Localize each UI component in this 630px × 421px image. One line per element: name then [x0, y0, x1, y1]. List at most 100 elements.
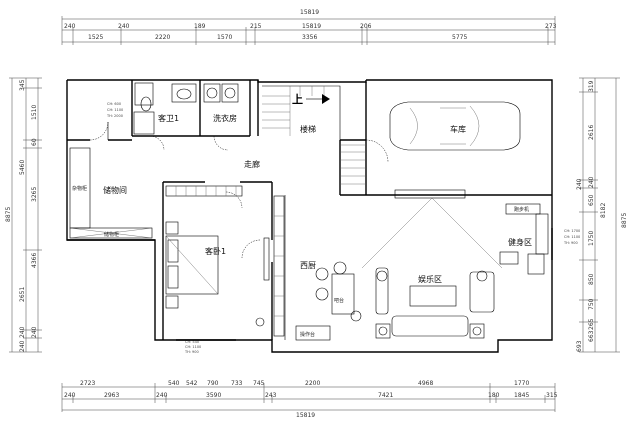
bottom-dim: 315: [546, 392, 558, 399]
top-dim: 240: [64, 23, 76, 30]
bath-note: CH: 1100: [107, 108, 123, 112]
washer: [203, 83, 221, 103]
top-dim: 1525: [88, 34, 103, 41]
plant: [255, 317, 265, 327]
left-dim: 60: [31, 138, 38, 146]
left-outer-dim: 8875: [5, 207, 12, 222]
bath-note: CH: 600: [107, 102, 121, 106]
toilet-cistern: [134, 82, 154, 106]
right-dim: 850: [588, 273, 595, 285]
bottom-dim: 7421: [378, 392, 393, 399]
top-dim: 15819: [302, 23, 321, 30]
stairs-up-label: 上: [292, 92, 303, 106]
right-dim: 8182: [600, 203, 607, 218]
bottom-dim: 1845: [514, 392, 529, 399]
gym-label: 健身区: [508, 237, 532, 247]
sofa-bottom: [391, 315, 469, 337]
toilet-bowl: [140, 96, 152, 112]
gym-note: TH: 900: [563, 241, 578, 245]
bottom-dim: 540: [168, 380, 180, 387]
outer-walls: [66, 79, 553, 353]
left-dim: 240: [19, 340, 26, 352]
nightstand: [165, 295, 179, 309]
right-dim: 240: [588, 176, 595, 188]
side-table: [469, 323, 485, 339]
armchair: [469, 271, 495, 313]
top-dim: 5775: [452, 34, 467, 41]
treadmill-label: 跑步机: [514, 206, 529, 213]
bottom-dim: 542: [186, 380, 198, 387]
right-dim: 265: [588, 318, 595, 330]
storage-rack: [69, 227, 153, 239]
right-dim: 693: [576, 340, 583, 352]
bottom-dim: 2723: [80, 380, 95, 387]
storage-furniture: 杂物柜 储物柜 储物间: [69, 121, 153, 239]
guest-bathroom: 客卫1 CH: 600 CH: 1100 TH: 2000: [106, 82, 197, 151]
top-dim: 215: [250, 23, 262, 30]
car-outline: [389, 101, 521, 151]
laundry-room: 洗衣房: [203, 83, 239, 151]
bedroom-note: TH: 900: [184, 350, 199, 354]
left-dim: 240: [19, 326, 26, 338]
top-dim: 206: [360, 23, 372, 30]
bottom-dim: 745: [253, 380, 265, 387]
bar-stool: [315, 267, 329, 281]
corridor: 走廊: [225, 159, 260, 209]
bar-counter: [331, 273, 355, 315]
left-dim: 2651: [19, 287, 26, 302]
bottom-dim: 1770: [514, 380, 529, 387]
bottom-dim: 2963: [104, 392, 119, 399]
work-counter: [295, 325, 331, 341]
storage-room-label: 储物间: [103, 185, 127, 195]
left-dim: 3265: [31, 187, 38, 202]
right-dim: 750: [588, 298, 595, 310]
coffee-table: [409, 285, 457, 307]
work-counter-label: 操作台: [300, 331, 315, 338]
storage-cabinet-label: 杂物柜: [72, 185, 87, 192]
left-dim: 5460: [19, 160, 26, 175]
right-dim: 650: [588, 194, 595, 206]
gym-rack: [535, 213, 549, 255]
gym-equipment: [499, 251, 519, 265]
garage: 车库: [389, 95, 553, 180]
bottom-dim: 240: [64, 392, 76, 399]
bottom-dim: 243: [265, 392, 277, 399]
right-dim: 240: [576, 178, 583, 190]
guest-bedroom-label: 客卧1: [205, 246, 226, 256]
right-dim: 1750: [588, 231, 595, 246]
right-dim: 2616: [588, 125, 595, 140]
guest-bedroom: 客卧1 CH: 540 CH: 1100 TH: 900: [165, 185, 270, 354]
dryer: [221, 83, 239, 103]
entertainment-area: 娱乐区: [361, 189, 503, 339]
garage-label: 车库: [450, 124, 466, 134]
gym-area: 跑步机 健身区 CH: 1700 CH: 1100 TH: 900: [499, 203, 580, 275]
bedroom-note: CH: 540: [185, 340, 199, 344]
window: [394, 189, 466, 199]
western-kitchen-label: 西厨: [300, 261, 316, 270]
bar-stool: [315, 287, 329, 301]
side-table: [375, 323, 391, 339]
bottom-dim: 733: [231, 380, 243, 387]
left-dim: 345: [19, 79, 26, 91]
bottom-dim: 4968: [418, 380, 433, 387]
vanity: [171, 83, 197, 103]
left-dimensions: 8875 345 1510 60 5460 3265 4366 2651 240…: [5, 77, 42, 353]
top-dim: 3356: [302, 34, 317, 41]
bottom-total-dim: 15819: [296, 412, 315, 419]
bar-stool: [350, 310, 362, 322]
top-dim: 273: [545, 23, 557, 30]
bottom-dimensions: 2723 540 542 790 733 745 2200 4968 1770 …: [61, 380, 558, 419]
corridor-label: 走廊: [244, 159, 260, 169]
gym-bench: [505, 203, 541, 215]
bottom-dim: 2200: [305, 380, 320, 387]
sofa-left: [375, 267, 389, 315]
western-kitchen: 西厨 操作台 吧台: [273, 195, 362, 341]
right-dim: 319: [588, 80, 595, 92]
gym-equipment: [527, 253, 545, 275]
bottom-dim: 3590: [206, 392, 221, 399]
bottom-dim: 240: [156, 392, 168, 399]
interior-walls: [67, 80, 552, 340]
bottom-dim: 790: [207, 380, 219, 387]
